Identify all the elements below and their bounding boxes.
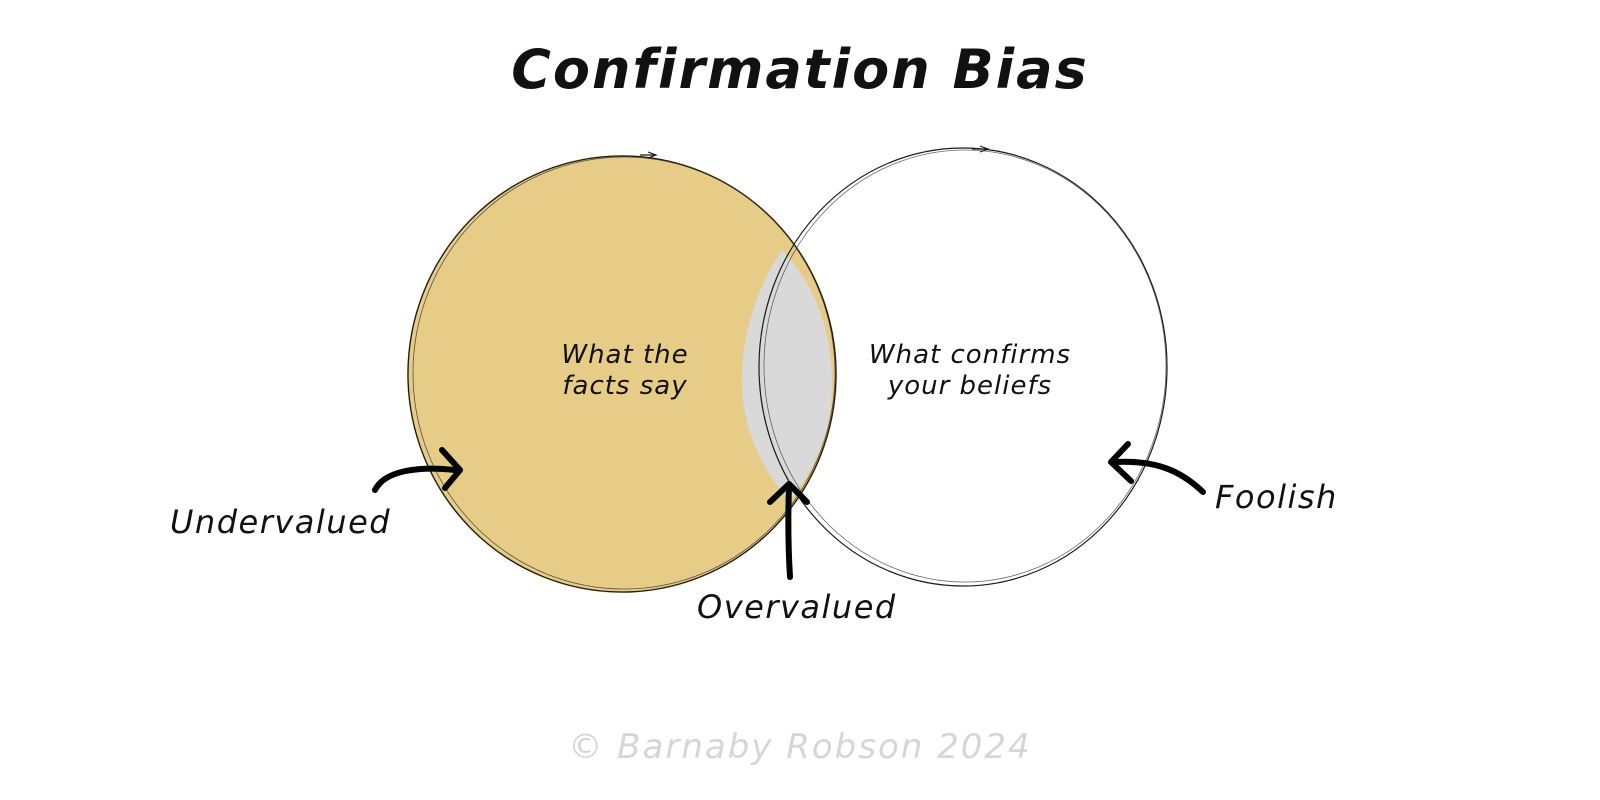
copyright-footer: © Barnaby Robson 2024 (568, 727, 1032, 767)
facts-label-line2: facts say (562, 371, 688, 401)
beliefs-label-line2: your beliefs (887, 371, 1053, 401)
foolish-arrow-icon (1108, 441, 1206, 495)
diagram-title: Confirmation Bias (511, 38, 1089, 101)
undervalued-label: Undervalued (170, 503, 392, 541)
facts-circle (407, 155, 837, 593)
facts-circle-label: What the facts say (540, 340, 710, 402)
sketch-mark-left (640, 151, 658, 159)
overvalued-arrow-icon (767, 481, 810, 580)
undervalued-arrow-icon (372, 447, 463, 493)
beliefs-label-line1: What confirms (868, 340, 1072, 370)
beliefs-circle (758, 147, 1168, 587)
facts-label-line1: What the (561, 340, 689, 370)
overvalued-label: Overvalued (697, 588, 897, 626)
beliefs-circle-label: What confirms your beliefs (860, 340, 1080, 402)
foolish-label: Foolish (1215, 478, 1338, 516)
sketch-mark-right (972, 145, 990, 153)
overlap-region (741, 250, 832, 500)
